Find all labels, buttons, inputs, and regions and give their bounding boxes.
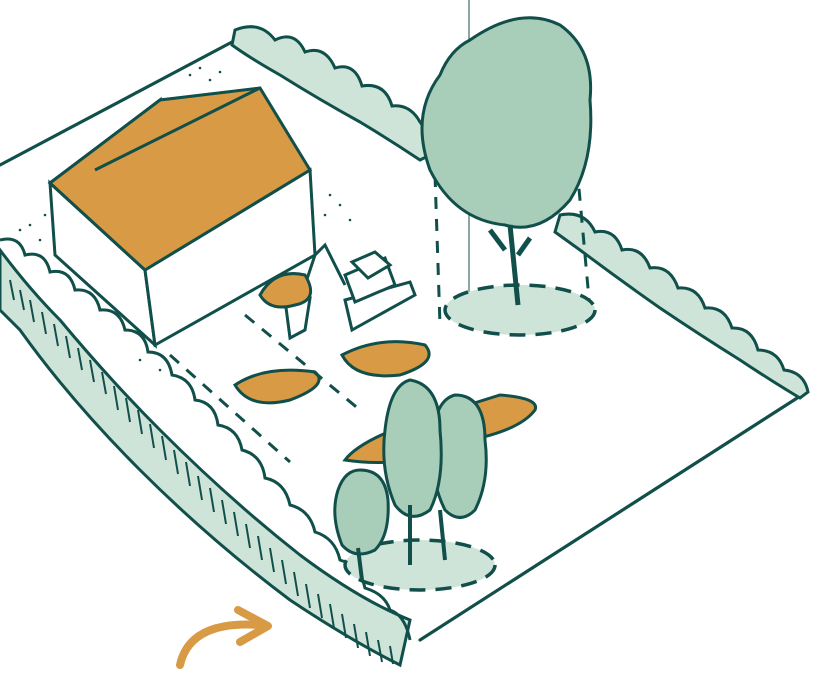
young-tree-canopy [384, 380, 442, 516]
curved-arrow-icon [180, 610, 268, 665]
large-tree [422, 18, 595, 335]
young-tree-canopy [335, 470, 388, 554]
tree-canopy [422, 18, 591, 227]
young-trees [335, 380, 495, 590]
root-zone [445, 285, 595, 335]
soil-pile [235, 370, 319, 403]
soil-pile [342, 342, 429, 376]
